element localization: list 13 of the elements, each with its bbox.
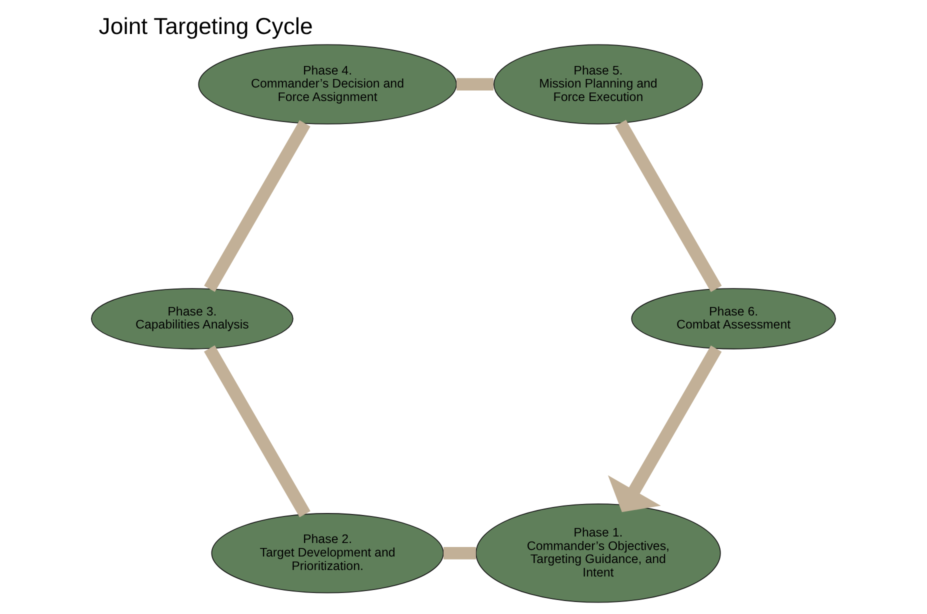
node-ellipse: Phase 5. Mission Planning and Force Execution — [493, 44, 703, 124]
node-ellipse: Phase 1. Commander’s Objectives, Targeting Guidance, and Intent — [476, 504, 721, 603]
node-ellipse: Phase 6. Combat Assessment — [631, 288, 836, 350]
node-ellipse: Phase 3. Capabilities Analysis — [91, 288, 294, 350]
arrow — [608, 346, 722, 512]
connector — [456, 78, 494, 91]
connector — [444, 546, 476, 560]
node-ellipse: Phase 2. Target Development and Prioritization. — [211, 513, 444, 594]
diagram-title: Joint Targeting Cycle — [98, 12, 313, 39]
connector — [204, 120, 310, 292]
connector — [204, 345, 310, 518]
node-ellipse: Phase 4. Commander’s Decision and Force Assignment — [198, 44, 457, 124]
connector — [615, 120, 722, 292]
